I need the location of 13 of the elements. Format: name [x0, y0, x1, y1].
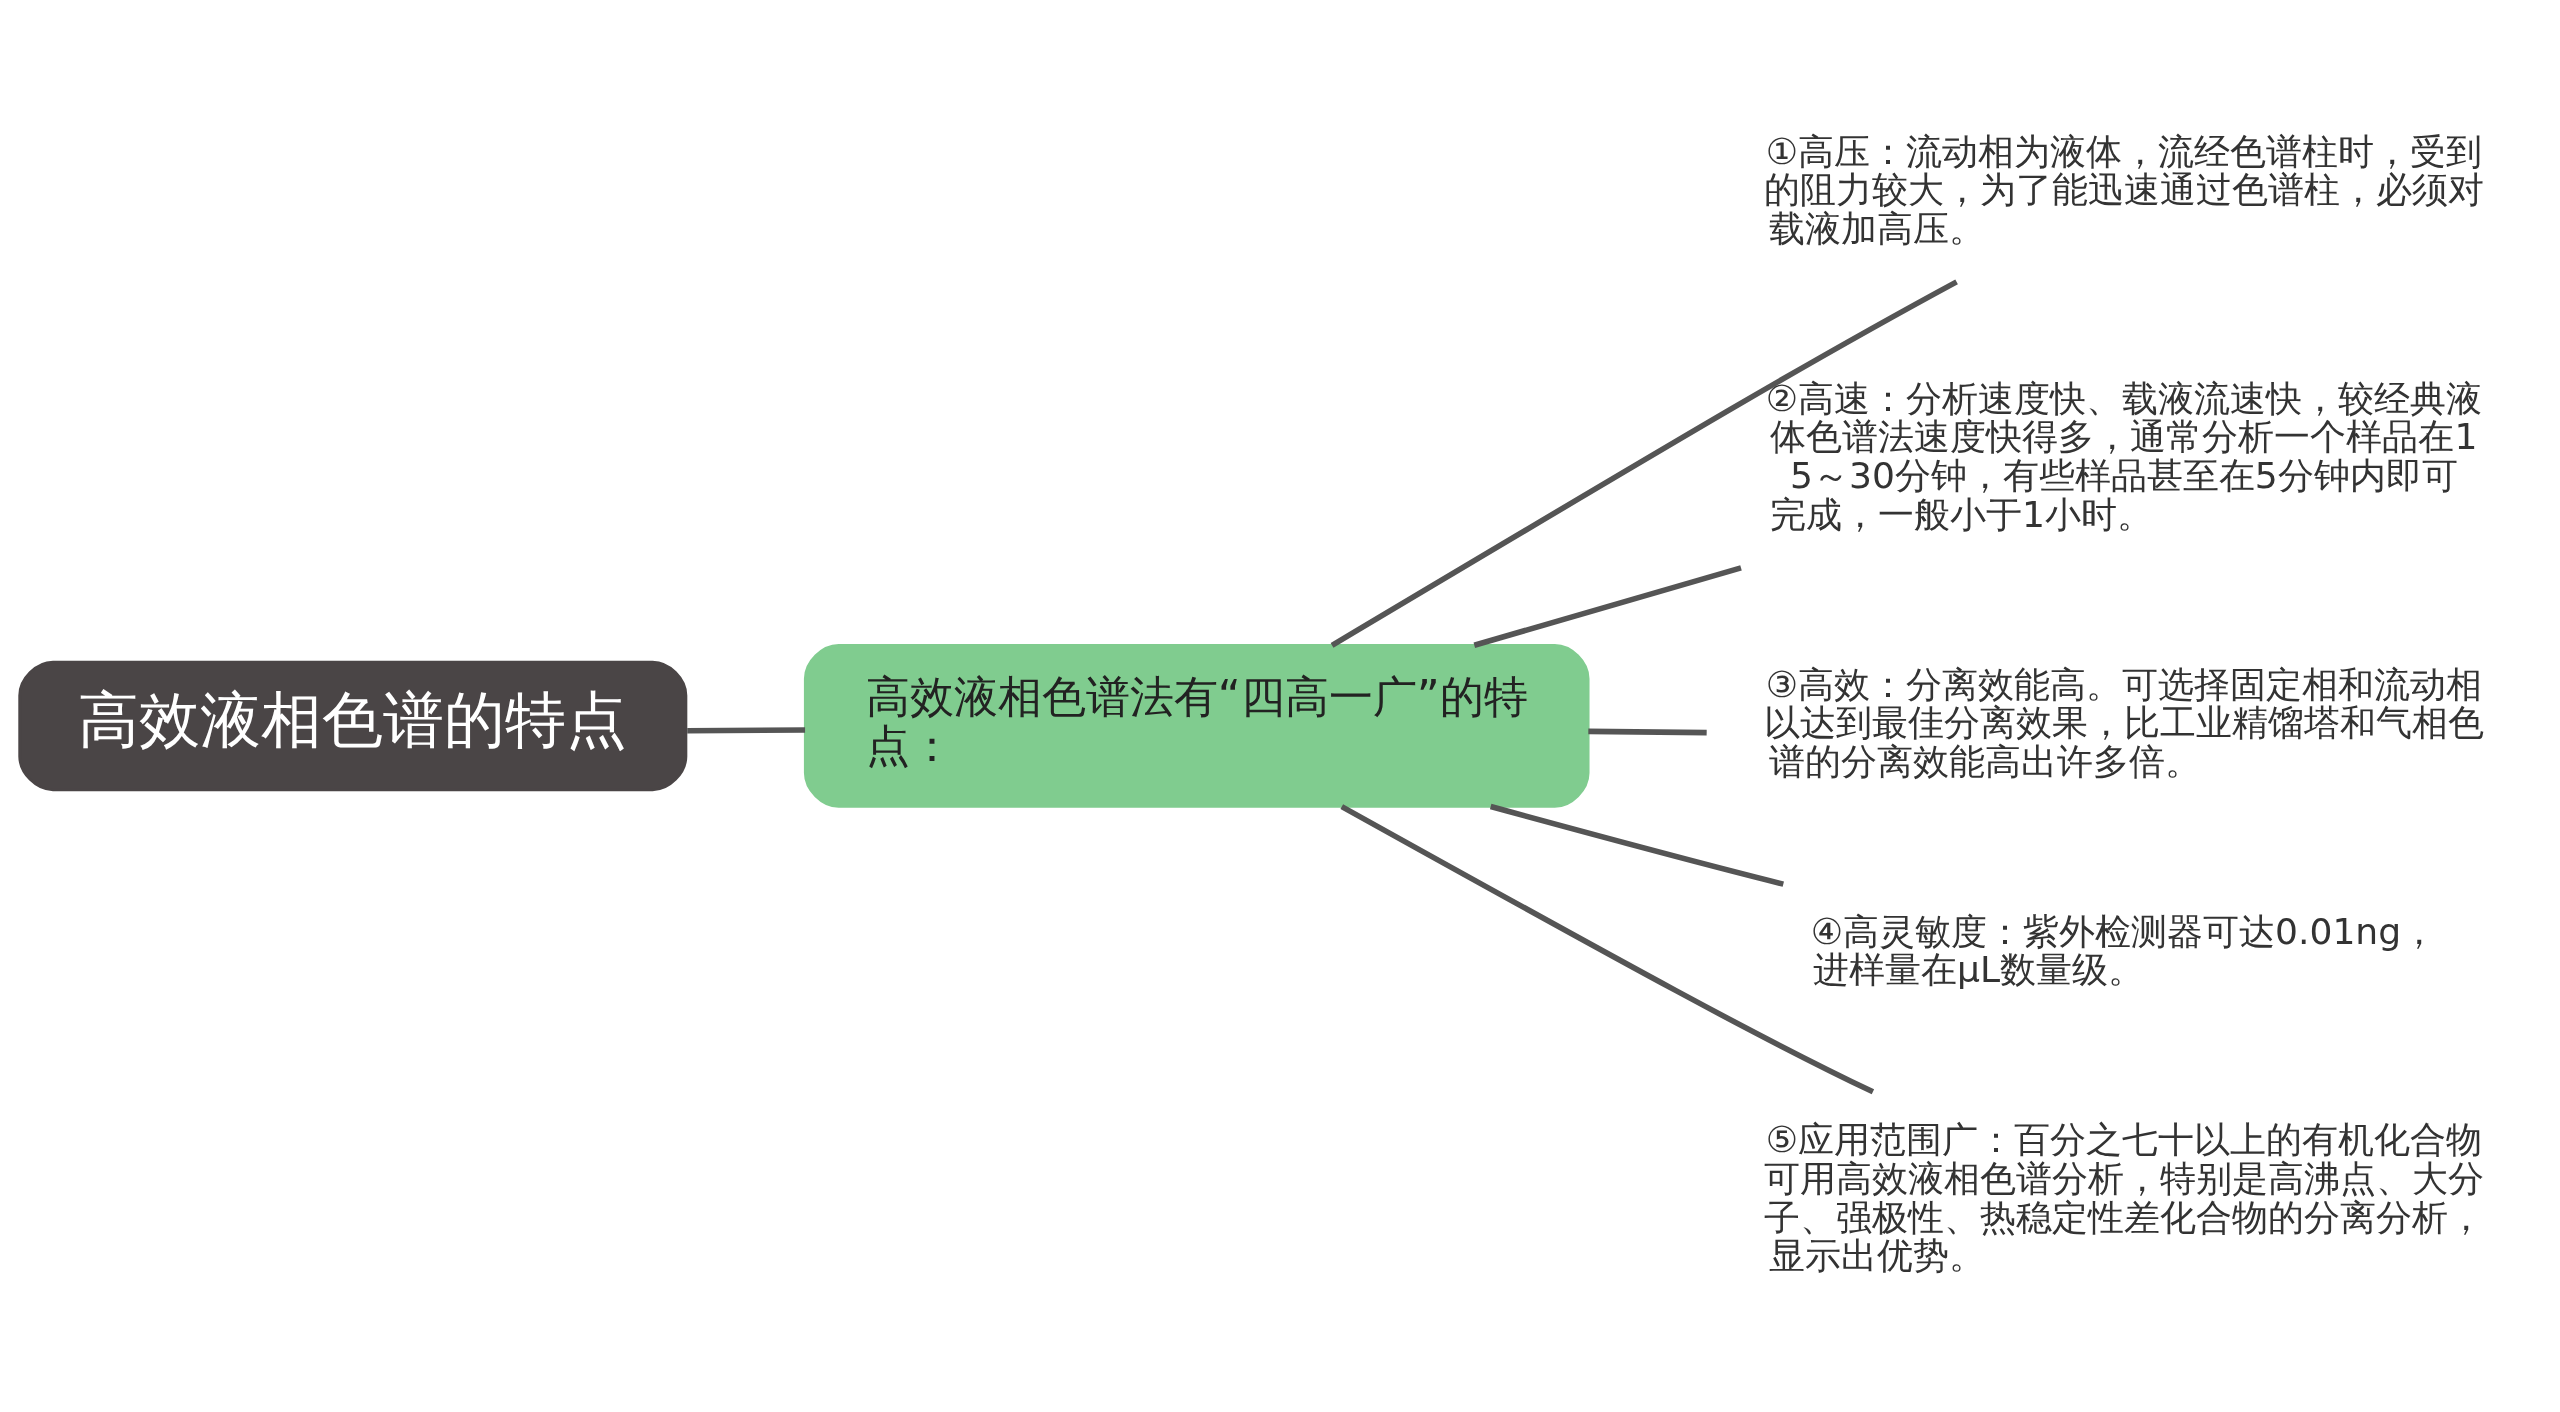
- connector: [1330, 278, 1958, 648]
- node-text: ③高效：分离效能高。可选择固定相和流动相以达到最佳分离效果，比工业精馏塔和气相色谱的分离效能高出许多倍。: [1763, 663, 2484, 783]
- connector: [1588, 728, 1707, 735]
- node-text: ②高速：分析速度快、载液流速快，较经典液体色谱法速度快得多，通常分析一个样品在15～30分钟，有些样品甚至在5分钟内即可完成，一般小于1小时。: [1765, 377, 2483, 536]
- node-box: 高效液相色谱法有“四高一广”的特点：: [803, 643, 1590, 808]
- node-box: 高效液相色谱的特点: [18, 660, 688, 791]
- connector: [687, 726, 806, 733]
- connector: [1340, 803, 1875, 1094]
- connector: [1489, 803, 1784, 887]
- node-text: ⑤应用范围广：百分之七十以上的有机化合物可用高效液相色谱分析，特别是高沸点、大分子、强极性、热稳定性差化合物的分离分析，显示出优势。: [1763, 1118, 2484, 1277]
- connector: [1473, 564, 1742, 648]
- node-text: ④高灵敏度：紫外检测器可达0.01ng，进样量在μL数量级。: [1810, 910, 2438, 991]
- node-text: ①高压：流动相为液体，流经色谱柱时，受到的阻力较大，为了能迅速通过色谱柱，必须对载液加高压。: [1763, 130, 2484, 250]
